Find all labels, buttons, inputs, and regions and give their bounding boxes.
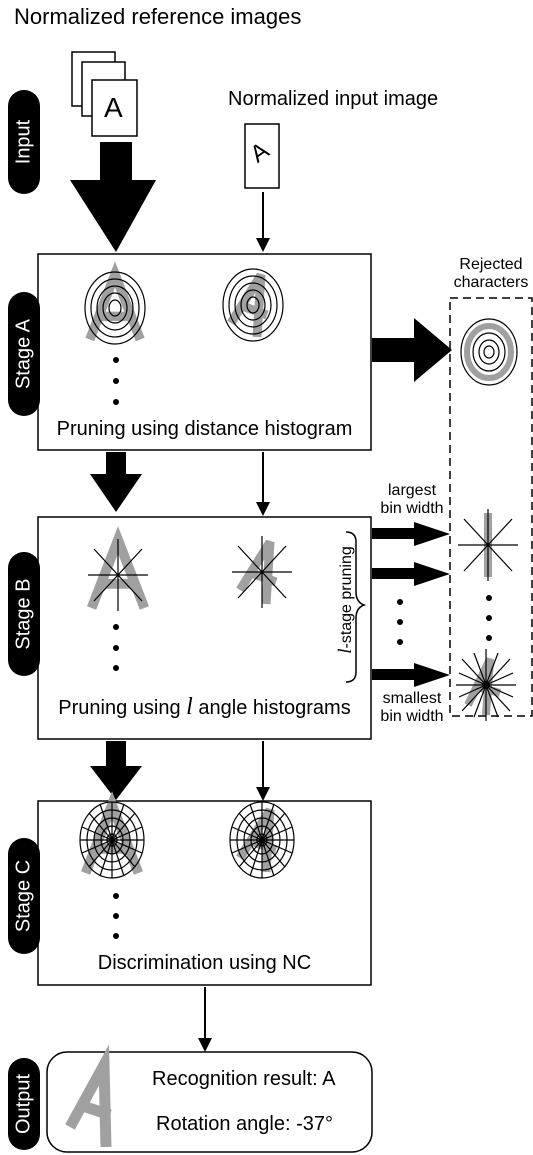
- input-side-label: Input: [8, 90, 40, 194]
- arrow-stage-a-to-stage-b: [90, 452, 142, 512]
- stage-pruning-brace: [345, 531, 367, 683]
- stage-b-box: [37, 516, 372, 740]
- stage-a-caption: Pruning using distance histogram: [56, 418, 353, 440]
- arrow-input-to-stage-a: [256, 192, 270, 252]
- rejected-characters-box: [449, 297, 533, 717]
- stacked-pages-icon: [71, 51, 138, 137]
- more-dots: [113, 357, 119, 405]
- more-dots: [113, 893, 119, 939]
- reference-images-label: Normalized reference images: [14, 4, 302, 29]
- output-side-label: Output: [8, 1058, 40, 1150]
- output-box: [46, 1051, 373, 1153]
- rotation-angle: Rotation angle: -37°: [156, 1113, 334, 1135]
- recognition-result: Recognition result: A: [152, 1068, 336, 1090]
- stage-c-side-label: Stage C: [8, 838, 40, 954]
- more-dots: [397, 599, 403, 645]
- arrow-stage-a-to-stage-b-input: [256, 452, 270, 516]
- stage-b-caption: Pruning using l angle histograms: [58, 694, 351, 720]
- arrow-stage-b-second: [372, 562, 450, 586]
- arrow-stage-b-to-stage-c-input: [256, 741, 270, 801]
- polar-grid-icon: [79, 802, 145, 879]
- more-dots: [486, 595, 492, 641]
- arrow-stage-b-to-stage-c: [90, 741, 142, 800]
- stage-a-box: [37, 253, 372, 451]
- arrow-stage-b-largest: [372, 522, 450, 546]
- reference-glyph: A: [104, 92, 123, 123]
- arrow-stage-c-to-output: [198, 987, 212, 1052]
- star-lines-icon: [457, 508, 519, 582]
- more-dots: [113, 624, 119, 671]
- polar-grid-icon: [229, 801, 295, 879]
- arrow-stage-a-to-rejected: [372, 318, 452, 382]
- stage-pruning-label: l-stage pruning: [335, 546, 356, 654]
- rotated-a-glyph-icon: [65, 1044, 112, 1148]
- input-image-label: Normalized input image: [228, 88, 439, 110]
- star-lines-icon: [455, 648, 517, 722]
- stage-a-side-label: Stage A: [8, 292, 40, 416]
- input-page-icon: [244, 123, 280, 189]
- arrow-stage-b-smallest: [372, 663, 450, 687]
- stage-c-caption: Discrimination using NC: [97, 952, 312, 974]
- arrow-reference-to-stage-a: [70, 142, 156, 252]
- stage-b-side-label: Stage B: [8, 552, 40, 676]
- concentric-circles-icon: [460, 318, 518, 386]
